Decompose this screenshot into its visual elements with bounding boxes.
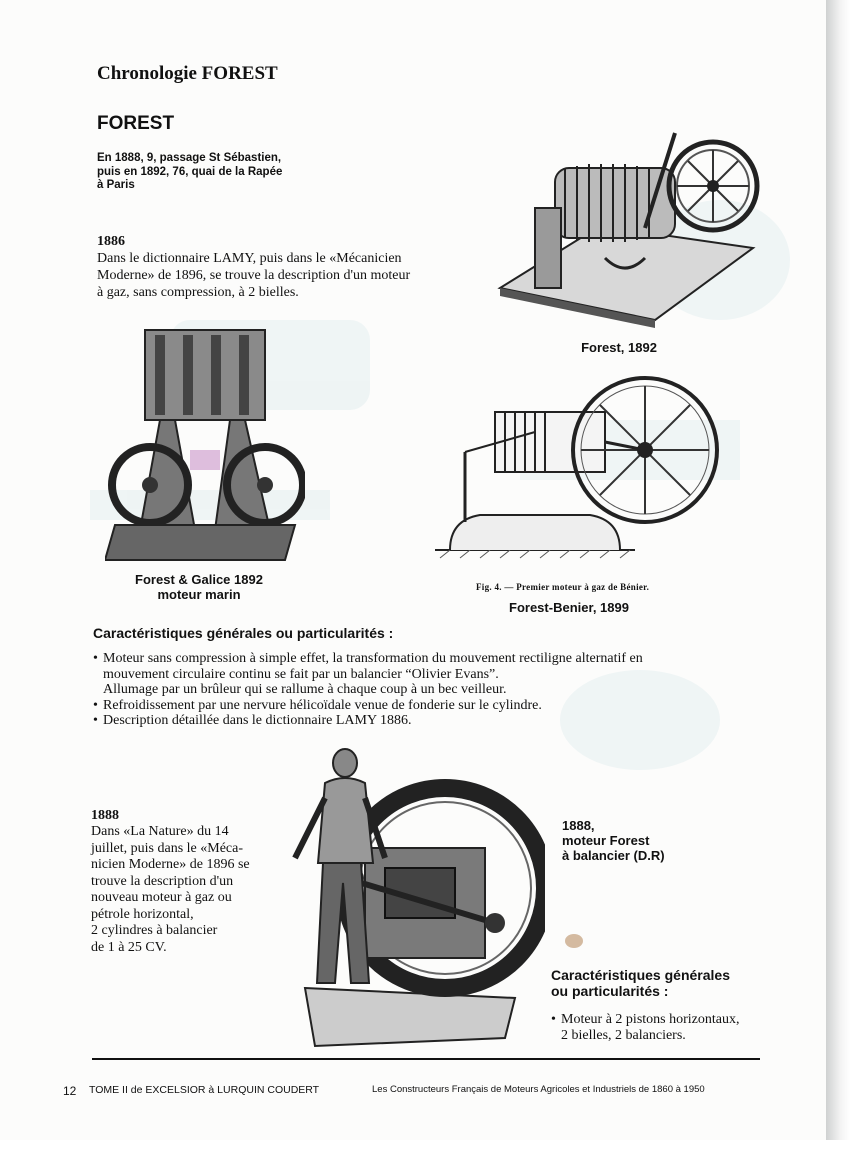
caption-line: moteur Forest [562,833,650,848]
maker-name-heading: FOREST [97,113,175,134]
entry-line: juillet, puis dans le «Méca- [91,840,244,856]
heading-line: Caractéristiques générales [551,967,730,983]
balancier-engine-illustration [292,748,545,1048]
entry-line: de 1 à 25 CV. [91,939,167,955]
paper-stain [565,934,583,948]
address-line: En 1888, 9, passage St Sébastien, [97,152,282,164]
page-number: 12 [63,1084,77,1098]
characteristics-line: Refroidissement par une nervure hélicoïd… [103,697,542,713]
entry-line: Dans «La Nature» du 14 [91,824,229,839]
address-line: à Paris [97,179,135,191]
entry-line: trouve la description d'un [91,873,234,889]
characteristics-line: Description détaillée dans le dictionnai… [103,713,412,728]
entry-line: à gaz, sans compression, à 2 bielles. [97,285,299,300]
caption-marine-engine: Forest & Galice 1892 moteur marin [114,572,284,602]
characteristics-line: 2 bielles, 2 balanciers. [561,1027,686,1043]
caption-balancier-engine: 1888, moteur Forest à balancier (D.R) [562,818,665,863]
heading-line: ou particularités : [551,983,669,999]
entry-line: Moderne» de 1896, se trouve la descripti… [97,268,411,283]
caption-line: Forest & Galice 1892 [135,572,263,587]
figure-note-benier: Fig. 4. — Premier moteur à gaz de Bénier… [476,582,650,592]
characteristics-item: Moteur sans compression à simple effet, … [93,651,773,698]
caption-forest-1892: Forest, 1892 [581,340,657,355]
entry-year: 1888 [91,808,119,823]
footer-rule [92,1058,760,1060]
characteristics-heading-2: Caractéristiques générales ou particular… [551,967,730,999]
marine-engine-illustration [105,329,305,561]
caption-line: moteur marin [157,587,241,602]
footer-book-title: Les Constructeurs Français de Moteurs Ag… [372,1084,705,1095]
characteristics-heading: Caractéristiques générales ou particular… [93,625,394,641]
characteristics-list: Moteur sans compression à simple effet, … [93,651,773,729]
entry-1886: 1886 Dans le dictionnaire LAMY, puis dan… [97,234,410,301]
characteristics-item: Description détaillée dans le dictionnai… [93,713,773,729]
caption-line: à balancier (D.R) [562,848,665,863]
forest-1892-engine-illustration [497,132,760,328]
characteristics-line: Moteur sans compression à simple effet, … [103,651,643,666]
chronology-title: Chronologie FOREST [97,63,278,84]
entry-line: pétrole horizontal, [91,906,194,922]
characteristics-line: Allumage par un brûleur qui se rallume à… [103,682,507,697]
forest-benier-engine-illustration [435,376,719,559]
address-line: puis en 1892, 76, quai de la Rapée [97,165,283,178]
entry-line: nouveau moteur à gaz ou [91,890,232,905]
entry-year: 1886 [97,234,125,249]
entry-text: Dans le dictionnaire LAMY, puis dans le … [97,250,410,301]
entry-text: Dans «La Nature» du 14 juillet, puis dan… [91,824,250,956]
page-margin [0,1140,850,1169]
entry-line: 2 cylindres à balancier [91,923,218,938]
footer-volume: TOME II de EXCELSIOR à LURQUIN COUDERT [89,1084,320,1096]
entry-line: nicien Moderne» de 1896 se [91,857,250,872]
address-block: En 1888, 9, passage St Sébastien, puis e… [97,152,337,193]
caption-forest-benier: Forest-Benier, 1899 [509,600,629,615]
characteristics-line: mouvement circulaire continu se fait par… [103,666,499,682]
characteristics-item: Refroidissement par une nervure hélicoïd… [93,698,773,714]
characteristics-item: Moteur à 2 pistons horizontaux, 2 bielle… [551,1012,766,1043]
entry-1888: 1888 Dans «La Nature» du 14 juillet, pui… [91,808,250,956]
characteristics-list-2: Moteur à 2 pistons horizontaux, 2 bielle… [551,1012,766,1043]
characteristics-line: Moteur à 2 pistons horizontaux, [561,1012,740,1027]
page-edge-shadow [826,0,850,1169]
entry-line: Dans le dictionnaire LAMY, puis dans le … [97,251,402,266]
caption-line: 1888, [562,818,595,833]
